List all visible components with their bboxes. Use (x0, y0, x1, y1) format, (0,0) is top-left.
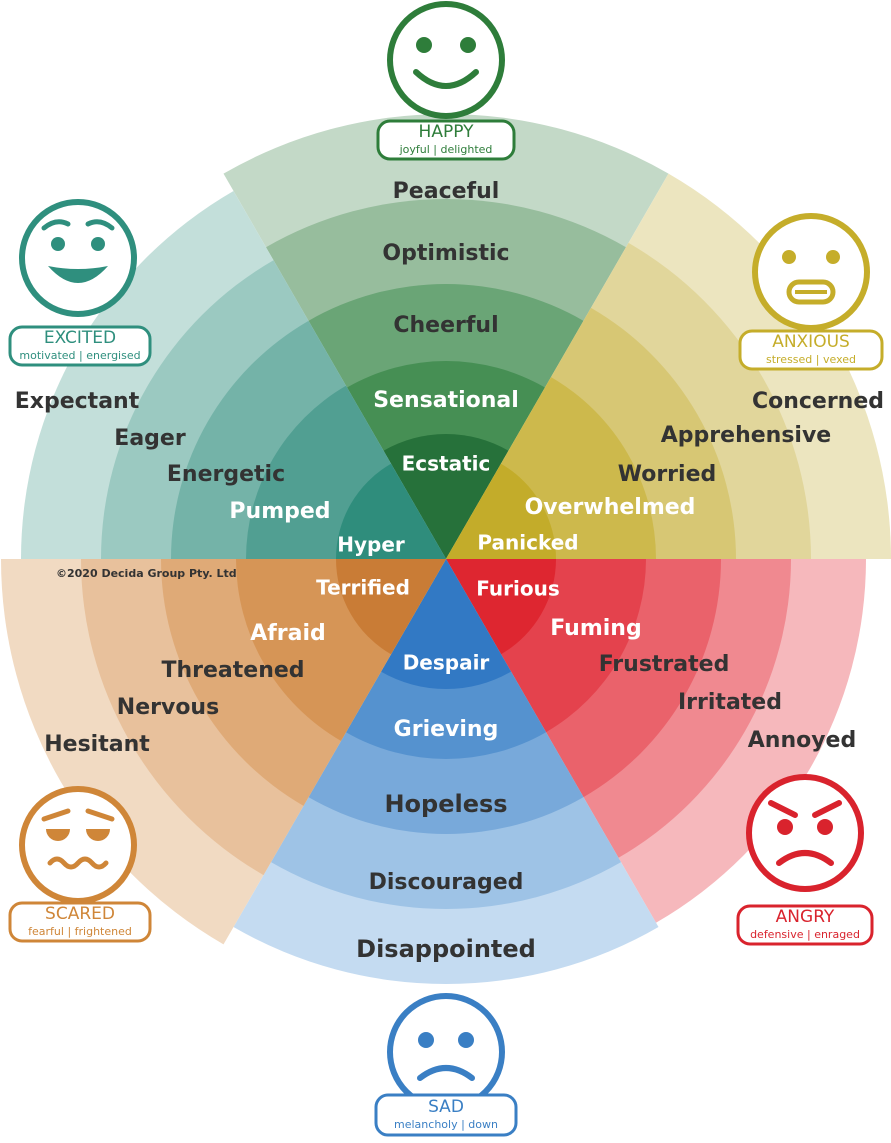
scared-subtitle: fearful | frightened (28, 925, 132, 938)
angry-level-4: Irritated (678, 690, 782, 715)
anxious-level-3: Worried (618, 462, 717, 487)
sad-sector (233, 559, 659, 984)
excited-level-1: Hyper (337, 533, 405, 557)
happy-level-2: Sensational (373, 388, 519, 413)
anxious-level-2: Overwhelmed (525, 495, 696, 520)
scared-level-5: Hesitant (44, 732, 150, 757)
anxious-level-5: Concerned (752, 389, 884, 414)
angry-level-5: Annoyed (748, 728, 856, 753)
angry-level-2: Fuming (550, 616, 641, 641)
angry-face-icon (746, 774, 864, 892)
happy-level-5: Peaceful (393, 179, 500, 204)
happy-sector (223, 114, 669, 559)
copyright-notice: ©2020 Decida Group Pty. Ltd (56, 567, 237, 580)
excited-title: EXCITED (44, 328, 116, 348)
angry-title: ANGRY (776, 907, 835, 927)
happy-level-3: Cheerful (393, 313, 498, 338)
sad-subtitle: melancholy | down (394, 1118, 498, 1131)
scared-face-icon (19, 786, 137, 904)
excited-level-3: Energetic (167, 462, 285, 487)
anxious-ring-1 (446, 463, 556, 559)
happy-face-icon (387, 1, 505, 119)
excited-ring-1 (336, 463, 446, 559)
scared-title: SCARED (45, 904, 115, 924)
anxious-face-icon (752, 213, 870, 331)
happy-title: HAPPY (419, 122, 475, 142)
excited-level-2: Pumped (229, 499, 330, 524)
excited-level-4: Eager (114, 426, 186, 451)
angry-ring-1 (446, 559, 556, 655)
excited-face-icon (19, 199, 137, 317)
sad-title: SAD (428, 1097, 464, 1117)
anxious-title: ANXIOUS (772, 332, 850, 352)
scared-level-2: Afraid (250, 621, 326, 646)
happy-subtitle: joyful | delighted (399, 143, 493, 156)
happy-ring-1 (383, 434, 509, 559)
angry-subtitle: defensive | enraged (750, 928, 860, 941)
excited-subtitle: motivated | energised (19, 349, 140, 362)
happy-level-4: Optimistic (382, 241, 509, 266)
scared-level-3: Threatened (161, 658, 304, 683)
sad-level-4: Discouraged (369, 870, 524, 895)
anxious-subtitle: stressed | vexed (766, 353, 856, 366)
angry-level-3: Frustrated (599, 652, 730, 677)
anxious-level-4: Apprehensive (661, 423, 831, 448)
sad-ring-1 (381, 559, 511, 690)
happy-level-1: Ecstatic (402, 452, 491, 476)
anxious-level-1: Panicked (477, 531, 578, 555)
sad-face-icon (387, 993, 505, 1111)
angry-level-1: Furious (476, 577, 560, 601)
sad-level-5: Disappointed (356, 935, 536, 963)
sad-level-3: Hopeless (384, 790, 507, 818)
scared-level-4: Nervous (117, 695, 219, 720)
scared-level-1: Terrified (316, 576, 410, 600)
excited-level-5: Expectant (15, 389, 140, 414)
scared-ring-1 (336, 559, 446, 655)
sad-level-1: Despair (403, 651, 490, 675)
sad-level-2: Grieving (394, 717, 499, 742)
